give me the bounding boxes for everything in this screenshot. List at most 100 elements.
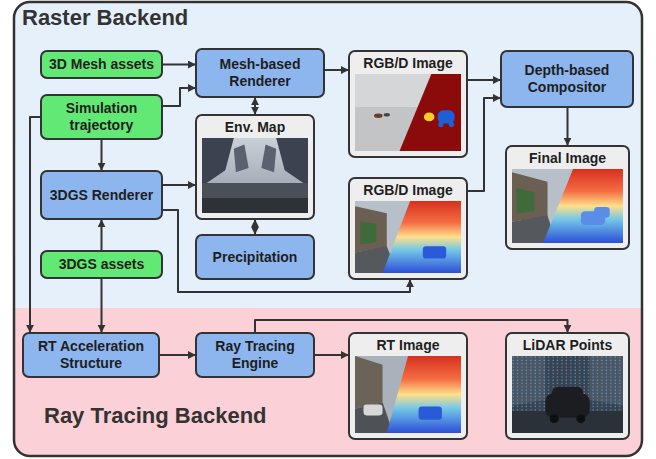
process-box: Ray Tracing Engine bbox=[195, 332, 315, 378]
final-image bbox=[543, 169, 623, 243]
lidar-image bbox=[512, 356, 623, 433]
asset-box: 3D Mesh assets bbox=[40, 50, 163, 79]
image-panels bbox=[505, 145, 630, 250]
process-box: Mesh-based Renderer bbox=[195, 48, 325, 98]
process-box: Precipitation bbox=[195, 234, 315, 280]
lidar-image bbox=[550, 414, 559, 423]
box-label: Mesh-based Renderer bbox=[203, 56, 317, 90]
mesh-render-image bbox=[374, 114, 382, 118]
rt-image bbox=[355, 356, 461, 433]
connector-arrow bbox=[160, 354, 195, 356]
connector-arrow bbox=[255, 320, 568, 332]
panel-heading: RGB/D Image bbox=[363, 55, 452, 72]
box-label: RT Acceleration Structure bbox=[30, 338, 152, 372]
box-label: Depth-based Compositor bbox=[508, 62, 626, 96]
image-panels bbox=[505, 332, 630, 440]
image-panels bbox=[348, 177, 468, 280]
mesh-render-image bbox=[355, 74, 461, 151]
env-map-image bbox=[202, 183, 308, 213]
gaussian-render-image bbox=[360, 222, 376, 245]
connector-arrow bbox=[163, 184, 195, 186]
backend-band: Ray Tracing Backend RT Acceleration Struc… bbox=[14, 308, 642, 456]
box-label: Simulation trajectory bbox=[48, 100, 155, 134]
asset-box: 3DGS assets bbox=[40, 250, 163, 279]
connector-arrow bbox=[254, 220, 256, 234]
mesh-render-image bbox=[400, 74, 461, 151]
outer-frame bbox=[14, 2, 642, 456]
panel-heading: RT Image bbox=[376, 337, 439, 354]
box-label: 3DGS Renderer bbox=[50, 187, 153, 204]
box-label: Precipitation bbox=[213, 249, 298, 266]
connector-arrow bbox=[30, 117, 40, 332]
panel-heading: RGB/D Image bbox=[363, 182, 452, 199]
final-image bbox=[512, 169, 623, 243]
connector-arrow bbox=[163, 88, 195, 106]
env-map-image bbox=[202, 198, 308, 213]
mesh-render-image bbox=[384, 113, 390, 117]
connector-arrow bbox=[315, 354, 348, 356]
lidar-image bbox=[512, 356, 623, 433]
rt-image bbox=[355, 356, 383, 409]
panel-heading: LiDAR Points bbox=[523, 337, 612, 354]
gaussian-render-image bbox=[383, 201, 461, 273]
backend-regions bbox=[14, 2, 642, 308]
asset-box: Simulation trajectory bbox=[40, 94, 163, 140]
box-label: 3DGS assets bbox=[59, 256, 145, 273]
image-panel: RGB/D Image bbox=[348, 177, 468, 280]
process-box: 3DGS Renderer bbox=[40, 170, 163, 220]
gaussian-render-image bbox=[355, 201, 461, 273]
image-panels bbox=[195, 114, 315, 220]
gaussian-render-image bbox=[355, 206, 387, 252]
lidar-image bbox=[552, 387, 583, 400]
box-label: Ray Tracing Engine bbox=[203, 338, 307, 372]
env-map-image bbox=[234, 144, 249, 172]
env-map-image bbox=[276, 138, 308, 186]
final-image bbox=[512, 169, 623, 243]
rt-image bbox=[419, 407, 442, 420]
band-title: Ray Tracing Backend bbox=[44, 403, 267, 429]
connector-arrow bbox=[254, 98, 256, 114]
image-panels bbox=[195, 50, 630, 440]
connector-arrow bbox=[101, 140, 103, 170]
connector-arrow bbox=[468, 79, 500, 81]
mesh-render-image bbox=[449, 122, 454, 128]
image-panels bbox=[348, 332, 468, 440]
lidar-image bbox=[512, 356, 623, 433]
rt-image bbox=[355, 356, 461, 433]
connector-arrow bbox=[101, 220, 103, 250]
gaussian-render-image bbox=[355, 201, 461, 273]
image-panel: Final Image bbox=[505, 145, 630, 250]
image-panels bbox=[348, 50, 468, 158]
band-title: Raster Backend bbox=[22, 5, 188, 31]
final-image bbox=[594, 207, 610, 218]
connector-arrow bbox=[325, 69, 348, 71]
rt-image bbox=[387, 356, 461, 433]
mesh-render-image bbox=[355, 74, 461, 151]
connector-arrow bbox=[567, 108, 569, 145]
backend-regions bbox=[14, 2, 642, 456]
process-box: Depth-based Compositor bbox=[500, 50, 634, 108]
backend-band: Raster Backend 3D Mesh assetsSimulation t… bbox=[14, 2, 642, 308]
image-panel: RGB/D Image bbox=[348, 50, 468, 158]
panel-heading: Final Image bbox=[529, 150, 606, 167]
image-panel: Env. Map bbox=[195, 114, 315, 220]
final-image bbox=[512, 172, 548, 222]
panel-heading: Env. Map bbox=[225, 119, 285, 136]
connector-arrow bbox=[101, 279, 103, 332]
mesh-render-image bbox=[438, 110, 455, 123]
lidar-image bbox=[576, 414, 585, 423]
env-map-image bbox=[202, 138, 234, 186]
gaussian-render-image bbox=[423, 246, 446, 258]
image-panel: LiDAR Points bbox=[505, 332, 630, 440]
env-map-image bbox=[202, 138, 308, 213]
connector-arrow bbox=[163, 64, 195, 66]
env-map-image bbox=[261, 144, 276, 172]
rt-image bbox=[363, 404, 382, 415]
final-image bbox=[516, 188, 534, 213]
box-label: 3D Mesh assets bbox=[49, 56, 154, 73]
image-panel: RT Image bbox=[348, 332, 468, 440]
connector-arrow bbox=[468, 98, 500, 191]
mesh-render-image bbox=[424, 113, 435, 122]
env-map-image bbox=[202, 138, 308, 213]
backend-regions bbox=[14, 308, 642, 456]
